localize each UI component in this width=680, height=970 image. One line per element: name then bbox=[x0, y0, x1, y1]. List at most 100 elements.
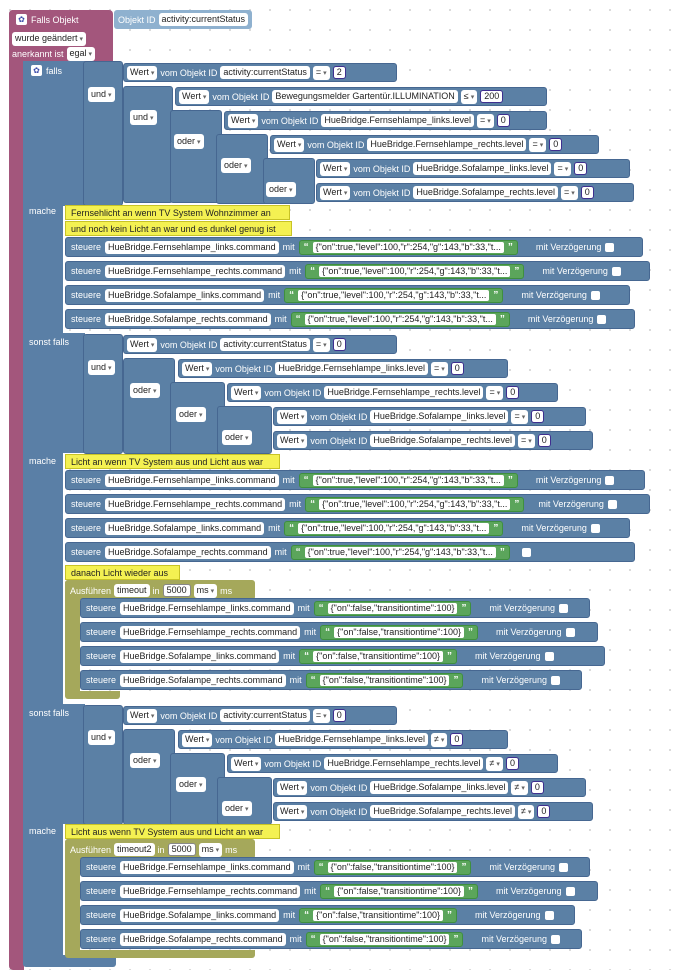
object-id-field[interactable]: HueBridge.Sofalampe_rechts.level bbox=[370, 805, 515, 818]
object-id-field[interactable]: HueBridge.Sofalampe_rechts.command bbox=[105, 312, 271, 326]
number-field[interactable]: 0 bbox=[537, 434, 551, 447]
compare-lamp-3[interactable]: Wert▾ vom Objekt ID HueBridge.Sofalampe_… bbox=[316, 159, 630, 178]
delay-checkbox[interactable] bbox=[544, 910, 554, 920]
object-id-field[interactable]: HueBridge.Sofalampe_links.command bbox=[105, 288, 265, 302]
compare-lamp-12[interactable]: Wert▾ vom Objekt ID HueBridge.Sofalampe_… bbox=[273, 802, 593, 821]
number-field[interactable]: 0 bbox=[506, 386, 520, 399]
operator-dropdown[interactable]: =▾ bbox=[312, 337, 330, 352]
number-field[interactable]: 0 bbox=[505, 757, 519, 770]
string-block[interactable]: “{"on":false,"transitiontime":100}” bbox=[320, 624, 478, 640]
control-command[interactable]: steuere HueBridge.Sofalampe_rechts.comma… bbox=[65, 309, 635, 329]
timer-name-field[interactable]: timeout2 bbox=[114, 843, 155, 856]
string-block[interactable]: “{"on":false,"transitiontime":100}” bbox=[305, 672, 464, 688]
object-id-field[interactable]: HueBridge.Fernsehlampe_links.command bbox=[105, 240, 279, 254]
operator-dropdown[interactable]: ≠▾ bbox=[511, 780, 528, 795]
object-id-field[interactable]: HueBridge.Fernsehlampe_rechts.command bbox=[105, 264, 286, 278]
delay-checkbox[interactable] bbox=[605, 475, 615, 485]
operator-dropdown[interactable]: =▾ bbox=[486, 385, 504, 400]
string-block[interactable]: “{"on":true,"level":100,"r":254,"g":143,… bbox=[305, 496, 525, 512]
compare-motion[interactable]: Wert▾ vom Objekt ID Bewegungsmelder Gart… bbox=[175, 87, 547, 106]
delay-checkbox[interactable] bbox=[597, 314, 607, 324]
control-command[interactable]: steuere HueBridge.Fernsehlampe_rechts.co… bbox=[80, 881, 598, 901]
value-dropdown[interactable]: Wert▾ bbox=[182, 361, 213, 376]
or-dropdown-9[interactable]: oder▾ bbox=[222, 801, 252, 816]
operator-dropdown[interactable]: =▾ bbox=[430, 361, 448, 376]
or-dropdown-3[interactable]: oder▾ bbox=[266, 182, 296, 197]
control-command[interactable]: steuere HueBridge.Fernsehlampe_links.com… bbox=[80, 857, 590, 877]
compare-status-2[interactable]: Wert▾ vom Objekt ID activity:currentStat… bbox=[123, 335, 397, 354]
object-id-field[interactable]: Bewegungsmelder Gartentür.ILLUMINATION bbox=[272, 90, 458, 103]
operator-dropdown[interactable]: =▾ bbox=[517, 433, 535, 448]
object-id-field[interactable]: HueBridge.Sofalampe_links.level bbox=[413, 162, 552, 175]
or-dropdown-4[interactable]: oder▾ bbox=[130, 383, 160, 398]
delay-checkbox[interactable] bbox=[521, 547, 531, 557]
or-dropdown-5[interactable]: oder▾ bbox=[176, 407, 206, 422]
operator-dropdown[interactable]: ≤▾ bbox=[460, 89, 478, 104]
string-block[interactable]: “{"on":true,"level":100,"r":254,"g":143,… bbox=[290, 311, 510, 327]
ack-dropdown[interactable]: egal▾ bbox=[66, 46, 96, 61]
string-block[interactable]: “{"on":false,"transitiontime":100}” bbox=[299, 648, 457, 664]
object-id-field[interactable]: HueBridge.Fernsehlampe_rechts.level bbox=[324, 386, 484, 399]
number-field[interactable]: 2 bbox=[332, 66, 346, 79]
control-command[interactable]: steuere HueBridge.Sofalampe_links.comman… bbox=[65, 518, 630, 538]
object-id-field[interactable]: HueBridge.Fernsehlampe_links.command bbox=[120, 860, 294, 874]
operator-dropdown[interactable]: ≠▾ bbox=[430, 732, 448, 747]
object-id-field[interactable]: HueBridge.Fernsehlampe_links.level bbox=[275, 362, 428, 375]
string-block[interactable]: “{"on":false,"transitiontime":100}” bbox=[305, 931, 464, 947]
value-dropdown[interactable]: Wert▾ bbox=[231, 385, 262, 400]
object-id-field[interactable]: HueBridge.Sofalampe_links.command bbox=[120, 649, 280, 663]
operator-dropdown[interactable]: =▾ bbox=[312, 65, 330, 80]
compare-lamp-5[interactable]: Wert▾ vom Objekt ID HueBridge.Fernsehlam… bbox=[178, 359, 508, 378]
delay-checkbox[interactable] bbox=[565, 886, 575, 896]
value-dropdown[interactable]: Wert▾ bbox=[228, 113, 259, 128]
number-field[interactable]: 5000 bbox=[167, 843, 196, 856]
delay-checkbox[interactable] bbox=[559, 603, 569, 613]
comment-block[interactable]: Licht an wenn TV System aus und Licht au… bbox=[65, 454, 280, 469]
control-command[interactable]: steuere HueBridge.Sofalampe_rechts.comma… bbox=[65, 542, 635, 562]
control-command[interactable]: steuere HueBridge.Fernsehlampe_rechts.co… bbox=[65, 261, 650, 281]
value-dropdown[interactable]: Wert▾ bbox=[277, 433, 308, 448]
or-dropdown-1[interactable]: oder▾ bbox=[174, 134, 204, 149]
and-dropdown-3[interactable]: und▾ bbox=[88, 360, 115, 375]
string-block[interactable]: “{"on":false,"transitiontime":100}” bbox=[313, 600, 472, 616]
unit-dropdown[interactable]: ms▾ bbox=[193, 583, 218, 598]
value-dropdown[interactable]: Wert▾ bbox=[274, 137, 305, 152]
value-dropdown[interactable]: Wert▾ bbox=[127, 65, 158, 80]
string-block[interactable]: “{"on":true,"level":100,"r":254,"g":143,… bbox=[305, 263, 525, 279]
object-id-field[interactable]: HueBridge.Sofalampe_links.command bbox=[120, 908, 280, 922]
and-block-3[interactable] bbox=[83, 334, 123, 454]
string-block[interactable]: “{"on":true,"level":100,"r":254,"g":143,… bbox=[290, 544, 510, 560]
value-dropdown[interactable]: Wert▾ bbox=[320, 185, 351, 200]
operator-dropdown[interactable]: =▾ bbox=[529, 137, 547, 152]
value-dropdown[interactable]: Wert▾ bbox=[277, 780, 308, 795]
delay-checkbox[interactable] bbox=[607, 499, 617, 509]
delay-checkbox[interactable] bbox=[565, 627, 575, 637]
comment-block[interactable]: danach Licht wieder aus bbox=[65, 565, 180, 580]
value-dropdown[interactable]: Wert▾ bbox=[320, 161, 351, 176]
control-command[interactable]: steuere HueBridge.Sofalampe_links.comman… bbox=[65, 285, 630, 305]
and-block-4[interactable] bbox=[83, 705, 123, 825]
or-block-4[interactable] bbox=[123, 358, 175, 454]
string-block[interactable]: “{"on":false,"transitiontime":100}” bbox=[299, 907, 457, 923]
value-dropdown[interactable]: Wert▾ bbox=[179, 89, 210, 104]
delay-checkbox[interactable] bbox=[590, 523, 600, 533]
object-id-field[interactable]: HueBridge.Fernsehlampe_links.level bbox=[275, 733, 428, 746]
compare-lamp-8[interactable]: Wert▾ vom Objekt ID HueBridge.Sofalampe_… bbox=[273, 431, 593, 450]
object-id-field[interactable]: HueBridge.Fernsehlampe_links.command bbox=[105, 473, 279, 487]
and-block-1[interactable] bbox=[83, 61, 123, 206]
compare-lamp-7[interactable]: Wert▾ vom Objekt ID HueBridge.Sofalampe_… bbox=[273, 407, 586, 426]
string-block[interactable]: “{"on":true,"level":100,"r":254,"g":143,… bbox=[298, 472, 518, 488]
number-field[interactable]: 0 bbox=[574, 162, 588, 175]
object-id-field[interactable]: HueBridge.Sofalampe_rechts.command bbox=[120, 673, 286, 687]
operator-dropdown[interactable]: ≠▾ bbox=[517, 804, 535, 819]
control-command[interactable]: steuere HueBridge.Fernsehlampe_rechts.co… bbox=[80, 622, 598, 642]
number-field[interactable]: 0 bbox=[531, 410, 545, 423]
compare-lamp-2[interactable]: Wert▾ vom Objekt ID HueBridge.Fernsehlam… bbox=[270, 135, 599, 154]
compare-lamp-4[interactable]: Wert▾ vom Objekt ID HueBridge.Sofalampe_… bbox=[316, 183, 634, 202]
value-dropdown[interactable]: Wert▾ bbox=[277, 409, 308, 424]
string-block[interactable]: “{"on":false,"transitiontime":100}” bbox=[313, 859, 472, 875]
object-id-field[interactable]: activity:currentStatus bbox=[220, 66, 310, 79]
gear-icon[interactable]: ✿ bbox=[16, 14, 27, 25]
object-id-field[interactable]: HueBridge.Sofalampe_rechts.level bbox=[413, 186, 558, 199]
number-field[interactable]: 0 bbox=[580, 186, 594, 199]
